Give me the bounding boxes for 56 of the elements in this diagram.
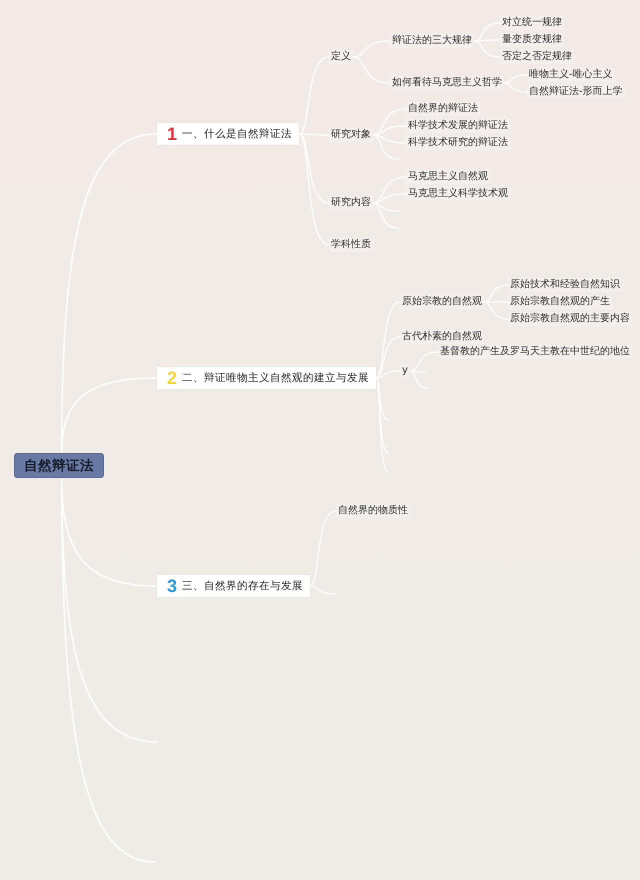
subtopic-label: 否定之否定规律 [500,50,574,64]
subtopic-label: 量变质变规律 [500,33,564,47]
branch-line [298,56,330,135]
branch-line [473,22,501,42]
branch-line [372,202,399,229]
subtopic-label: 马克思主义科学技术观 [406,187,510,201]
branch-line [409,370,429,389]
subtopic-label: 如何看待马克思主义哲学 [390,76,504,90]
topic-number: 3 [167,577,178,595]
subtopic-label: 科学技术发展的辩证法 [406,119,510,133]
topic-box [157,367,376,389]
branch-line [375,377,389,421]
branch-line [309,585,336,595]
branch-line [483,284,509,303]
branch-line [483,301,509,320]
branch-line [375,301,401,379]
subtopic-label: 定义 [329,50,353,64]
branch-line [372,108,407,136]
subtopic-label: 自然辩证法-形而上学 [527,85,625,99]
subtopic-label: 原始宗教自然观的主要内容 [508,312,632,326]
branch-line [375,370,401,379]
subtopic-label: 对立统一规律 [500,16,564,30]
subtopic-label: 马克思主义自然观 [406,170,490,184]
branch-line [409,351,439,372]
root-topic-title: 自然辩证法 [24,458,94,474]
branch-line [503,74,528,84]
branch-line [352,40,391,58]
root-topic-box [14,453,104,478]
branch-line [503,82,528,93]
branch-line [372,134,399,160]
subtopic-label: 自然界的辩证法 [406,102,480,116]
subtopic-label: 原始宗教自然观的产生 [508,295,612,309]
branch-line [298,133,330,246]
subtopic-label: 自然界的物质性 [336,504,410,518]
topic-title: 三、自然界的存在与发展 [182,579,304,593]
subtopic-label: 原始技术和经验自然知识 [508,278,622,292]
topic-number: 2 [167,369,178,387]
subtopic-label: y [400,364,410,378]
subtopic-label: 古代朴素的自然观 [400,330,484,344]
subtopic-label: 研究对象 [329,128,373,142]
branch-line [309,510,337,587]
topic-title: 一、什么是自然辩证法 [182,127,292,141]
topic-box [157,123,300,145]
subtopic-label: 辩证法的三大规律 [390,34,474,48]
topic-title: 二、辩证唯物主义自然观的建立与发展 [182,371,370,385]
branch-line [473,40,501,58]
subtopic-label: 研究内容 [329,196,373,210]
topic-number: 1 [167,125,178,143]
subtopic-label: 原始宗教的自然观 [400,295,484,309]
branch-line [372,176,407,204]
subtopic-label: 科学技术研究的辩证法 [406,136,510,150]
subtopic-label: 学科性质 [329,238,373,252]
topic-box [157,575,310,597]
subtopic-label: 基督教的产生及罗马天主教在中世纪的地位 [438,345,632,359]
branch-line [352,56,391,84]
subtopic-label: 唯物主义-唯心主义 [527,68,615,82]
